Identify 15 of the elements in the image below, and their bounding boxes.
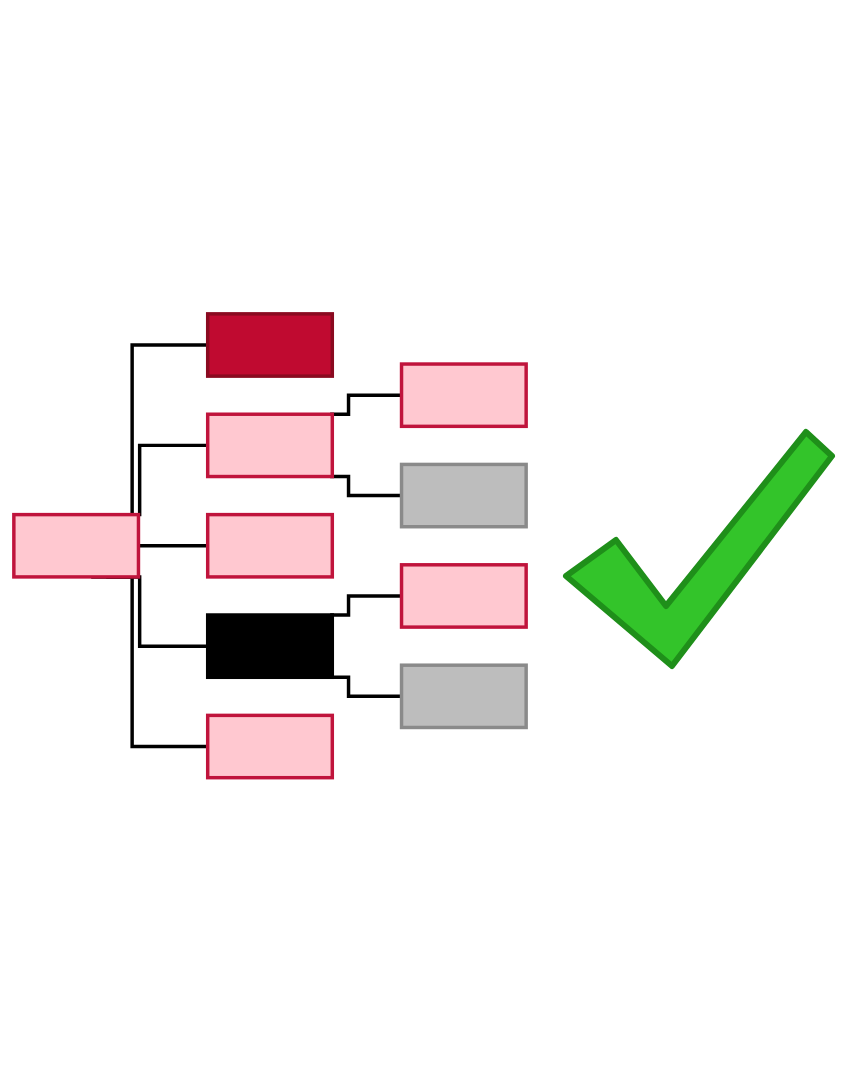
node-box [399,362,528,429]
node-box [205,713,335,780]
node-box [399,563,528,630]
connector [330,675,402,699]
node-box [205,613,335,680]
connector [138,544,208,548]
connector [330,393,402,417]
node-box [205,513,335,579]
connector [330,594,402,617]
node-box [12,513,141,579]
node-box [399,462,528,529]
node-box [399,663,528,730]
connector [330,475,402,498]
node-box [205,412,335,479]
node-box [205,312,335,379]
